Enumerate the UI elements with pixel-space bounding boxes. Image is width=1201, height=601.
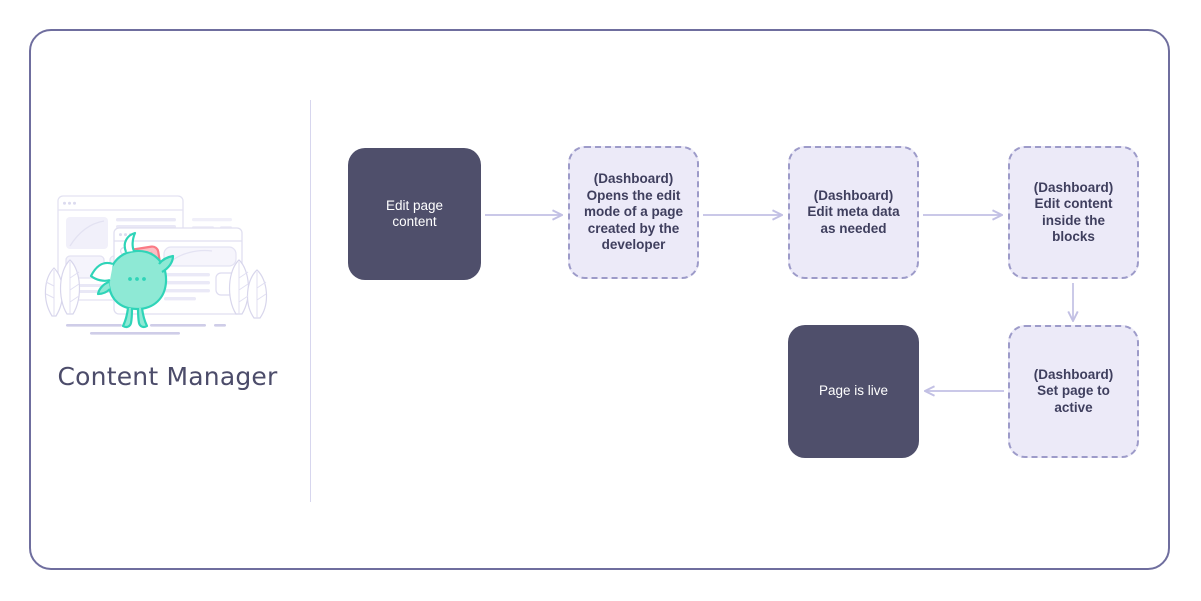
page-title: Content Manager [57, 362, 278, 391]
flow-node-label: Page is live [818, 383, 889, 399]
flow-node-edit-page-content[interactable]: Edit page content [348, 148, 481, 280]
flow-node-edit-content-blocks[interactable]: (Dashboard) Edit content inside the bloc… [1008, 146, 1139, 279]
flow-node-page-is-live[interactable]: Page is live [788, 325, 919, 458]
flow-node-label: Edit page content [385, 197, 444, 230]
content-manager-panel: Content Manager [40, 190, 295, 420]
flow-node-edit-meta-data[interactable]: (Dashboard) Edit meta data as needed [788, 146, 919, 279]
flow-node-opens-edit-mode[interactable]: (Dashboard) Opens the edit mode of a pag… [568, 146, 699, 279]
flow-node-label: (Dashboard) Edit content inside the bloc… [1033, 179, 1114, 245]
flow-node-label: (Dashboard) Edit meta data as needed [807, 187, 900, 236]
section-divider [310, 100, 311, 502]
flow-node-label: (Dashboard) Opens the edit mode of a pag… [583, 171, 683, 253]
content-manager-mascot-illustration [44, 195, 267, 335]
flow-node-set-page-active[interactable]: (Dashboard) Set page to active [1008, 325, 1139, 458]
flow-node-label: (Dashboard) Set page to active [1033, 366, 1114, 415]
outer-frame [29, 29, 1170, 570]
